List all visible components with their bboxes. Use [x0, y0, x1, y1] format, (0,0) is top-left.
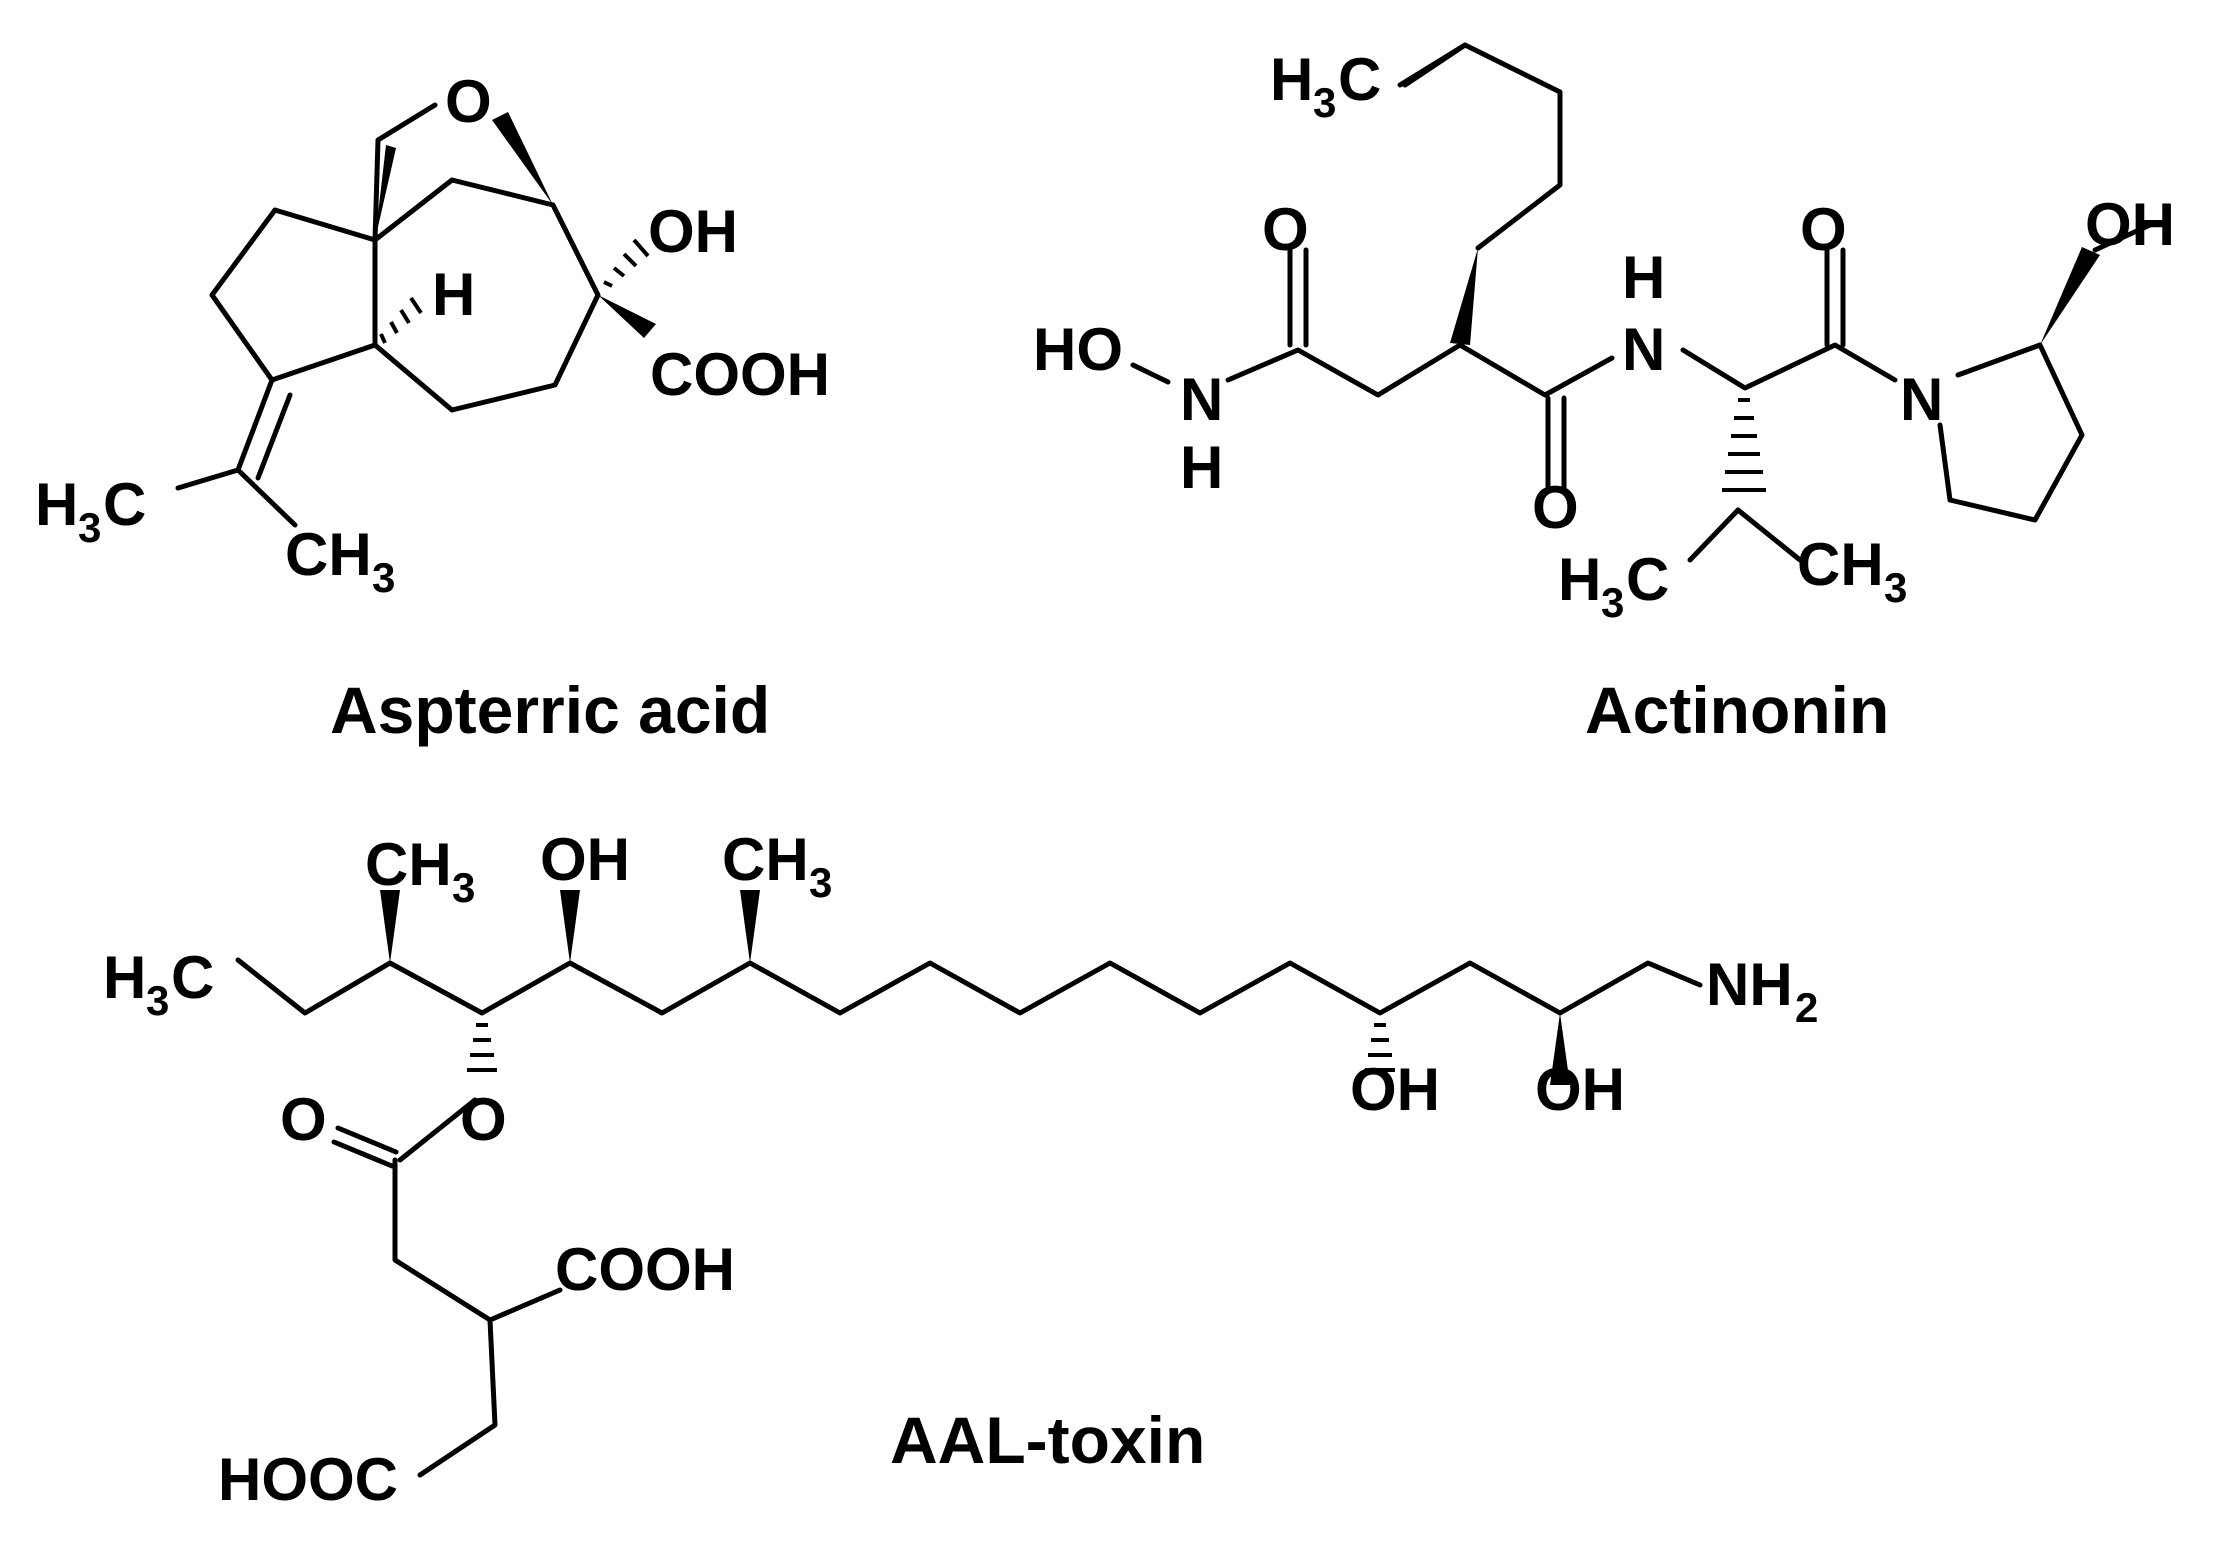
- wedge-bond: [492, 112, 553, 205]
- hydrogen-label: H: [432, 261, 475, 328]
- methyl-h-label: H: [35, 471, 78, 538]
- hydroxyl-label: OH: [648, 198, 738, 265]
- aspterric-acid-name: Aspterric acid: [330, 673, 770, 747]
- ring-oxygen-label: O: [445, 68, 492, 135]
- hydroxyl-label: OH: [2085, 191, 2175, 258]
- methyl-subscript: 3: [372, 554, 395, 601]
- carboxyl-label: HOOC: [218, 1446, 398, 1513]
- methyl-h-label: H: [103, 944, 146, 1011]
- methyl-h-label: H: [1270, 46, 1313, 113]
- wedge-bond: [2040, 247, 2100, 345]
- wedge-bond: [375, 145, 396, 240]
- methyl-subscript: 3: [1313, 79, 1336, 126]
- hash-bond: [467, 1023, 497, 1072]
- amine-subscript: 2: [1795, 984, 1818, 1031]
- carboxyl-label: COOH: [555, 1236, 735, 1303]
- actinonin-structure: H 3 C O HO N H O H N O N OH H 3 C CH 3 A…: [1033, 42, 2175, 747]
- methyl-subscript: 3: [78, 504, 101, 551]
- wedge-bond: [740, 890, 760, 963]
- aal-toxin-structure: H 3 C CH 3 OH CH 3 NH 2 OH OH O O COOH H…: [103, 826, 1818, 1513]
- wedge-bond: [380, 890, 400, 963]
- hash-bond: [1365, 1023, 1395, 1072]
- methyl-ch-label: CH: [1797, 531, 1884, 598]
- nitrogen-label: N: [1900, 366, 1943, 433]
- amine-label: NH: [1706, 951, 1793, 1018]
- aspterric-acid-structure: O OH H COOH H 3 C CH 3 Aspterric acid: [35, 68, 830, 747]
- hydroxy-label: HO: [1033, 316, 1123, 383]
- hydrogen-label: H: [1622, 244, 1665, 311]
- hydroxyl-label: OH: [1535, 1056, 1625, 1123]
- actinonin-name: Actinonin: [1585, 673, 1889, 747]
- wedge-bond: [598, 295, 656, 338]
- carbonyl-oxygen-label: O: [1532, 474, 1579, 541]
- carbonyl-oxygen-label: O: [1800, 196, 1847, 263]
- methyl-subscript: 3: [1601, 579, 1624, 626]
- methyl-c-label: C: [1338, 46, 1381, 113]
- carbonyl-oxygen-label: O: [1262, 196, 1309, 263]
- hash-bond: [379, 296, 423, 344]
- methyl-ch-label: CH: [365, 831, 452, 898]
- hydrogen-label: H: [1180, 434, 1223, 501]
- hash-bond: [1722, 398, 1766, 492]
- nitrogen-label: N: [1180, 366, 1223, 433]
- methyl-ch-label: CH: [285, 521, 372, 588]
- wedge-bond: [1450, 248, 1478, 345]
- nitrogen-label: N: [1622, 316, 1665, 383]
- hydroxyl-label: OH: [540, 826, 630, 893]
- methyl-subscript: 3: [1884, 564, 1907, 611]
- methyl-subscript: 3: [452, 864, 475, 911]
- ester-oxygen-label: O: [460, 1086, 507, 1153]
- wedge-bond: [560, 890, 580, 963]
- hash-bond: [603, 238, 650, 288]
- aal-toxin-name: AAL-toxin: [890, 1403, 1205, 1477]
- carbonyl-oxygen-label: O: [280, 1086, 327, 1153]
- methyl-subscript: 3: [809, 859, 832, 906]
- methyl-c-label: C: [171, 944, 214, 1011]
- methyl-subscript: 3: [146, 977, 169, 1024]
- methyl-c-label: C: [1626, 546, 1669, 613]
- methyl-c-label: C: [103, 471, 146, 538]
- carboxyl-label: COOH: [650, 341, 830, 408]
- wedge-bond: [1550, 1013, 1570, 1085]
- methyl-h-label: H: [1558, 546, 1601, 613]
- hydroxyl-label: OH: [1350, 1056, 1440, 1123]
- methyl-ch-label: CH: [722, 826, 809, 893]
